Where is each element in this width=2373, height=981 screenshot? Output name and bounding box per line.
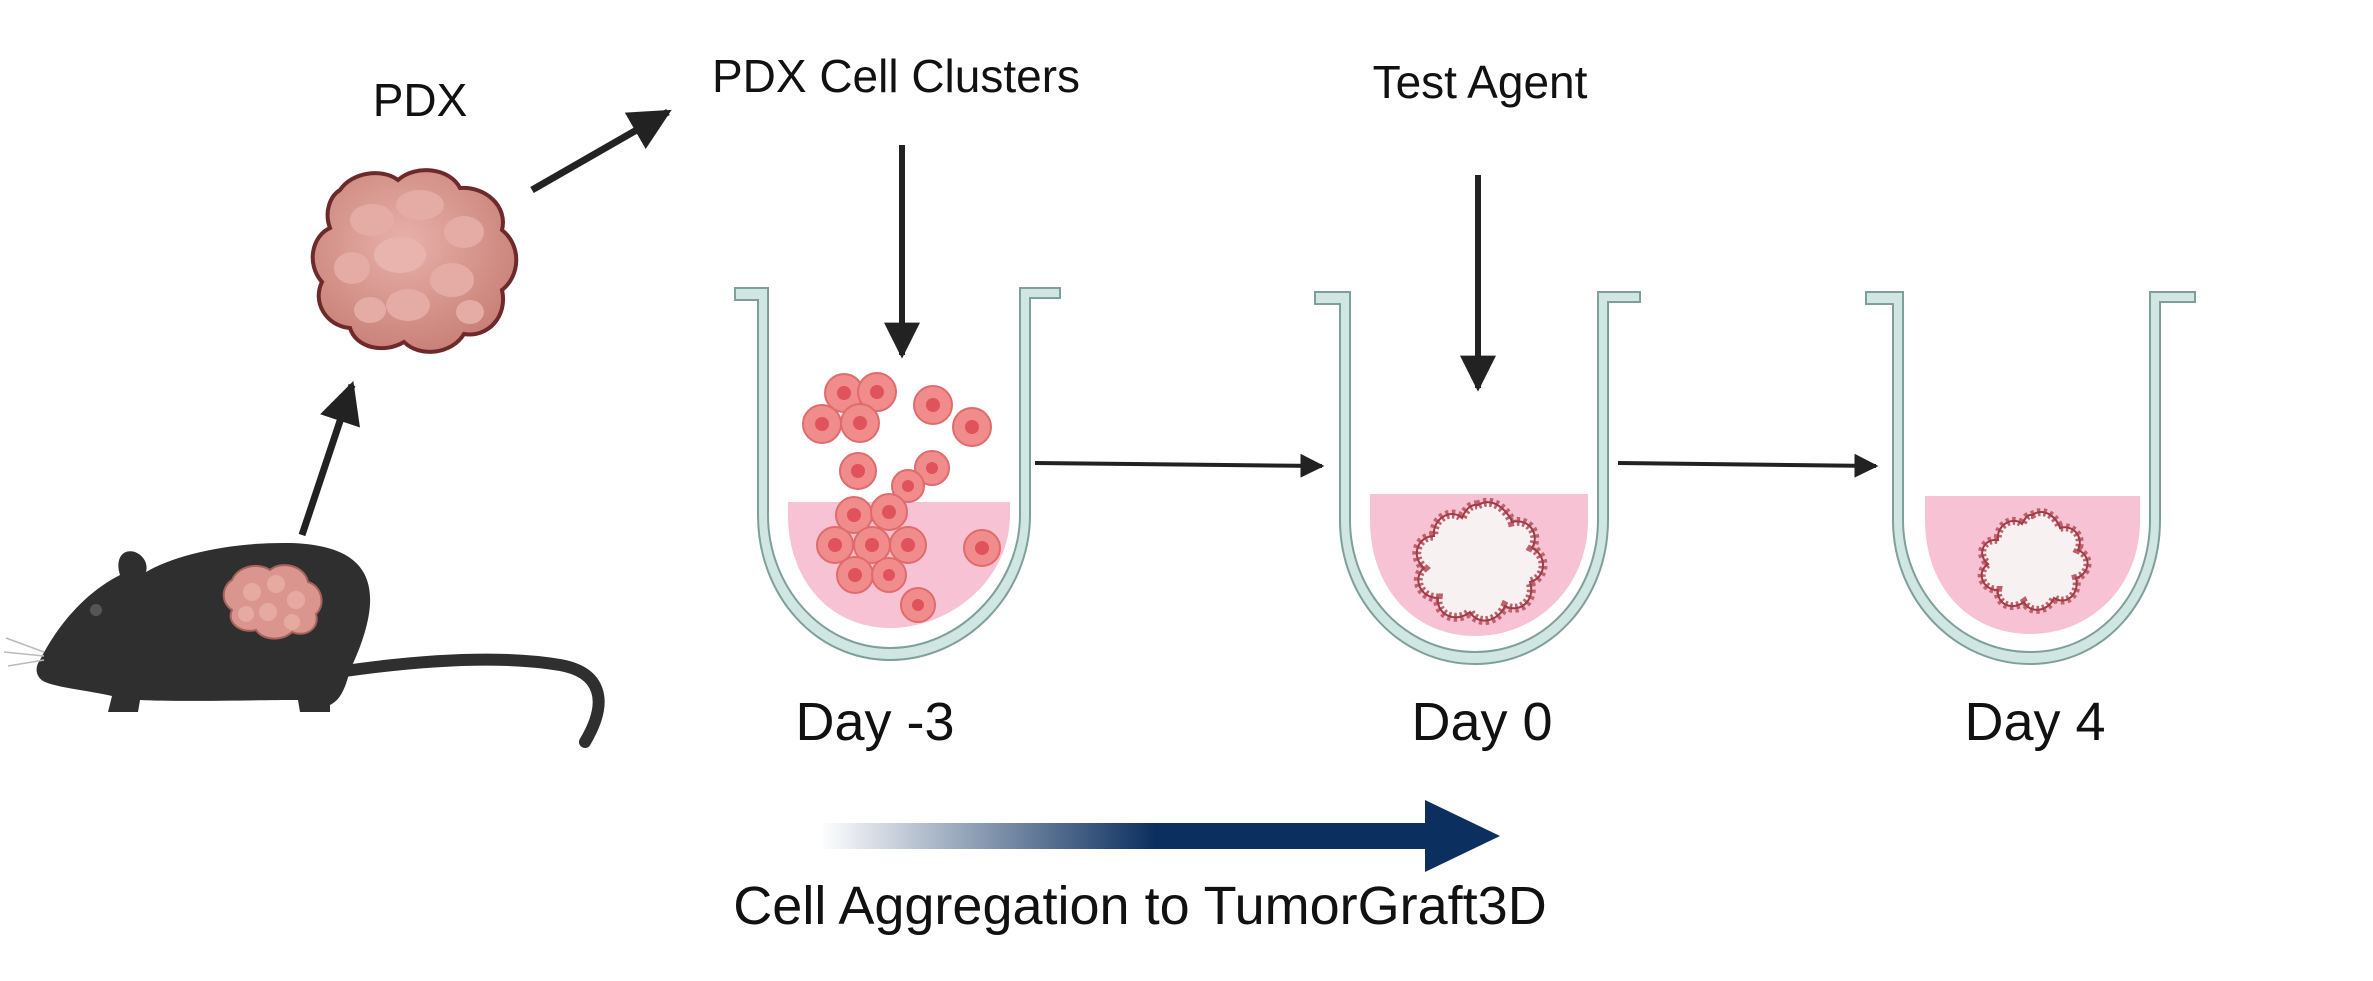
arrow-pdx-to-clusters xyxy=(530,108,672,194)
pdx-label: PDX xyxy=(373,74,468,126)
well-day4 xyxy=(1865,291,2196,666)
spheroid-icon-day4 xyxy=(1977,508,2092,614)
pdx-tumor-icon xyxy=(310,168,519,354)
spheroid-icon xyxy=(1412,497,1548,625)
aggregation-label: Cell Aggregation to TumorGraft3D xyxy=(733,876,1546,936)
day4-label: Day 4 xyxy=(1964,692,2105,752)
agent-label: Test Agent xyxy=(1373,56,1588,108)
arrow-well2-to-well3 xyxy=(1617,453,1879,478)
clusters-label: PDX Cell Clusters xyxy=(712,50,1080,102)
well-day-minus3 xyxy=(734,287,1061,662)
arrow-mouse-to-pdx xyxy=(298,381,360,537)
cell-cluster xyxy=(802,372,1001,623)
day-minus3-label: Day -3 xyxy=(795,692,954,752)
mouse-tumor-icon xyxy=(222,564,323,640)
day0-label: Day 0 xyxy=(1411,692,1552,752)
well-day0 xyxy=(1314,291,1641,666)
arrow-well1-to-well2 xyxy=(1034,453,1325,478)
progress-arrow xyxy=(820,800,1500,872)
